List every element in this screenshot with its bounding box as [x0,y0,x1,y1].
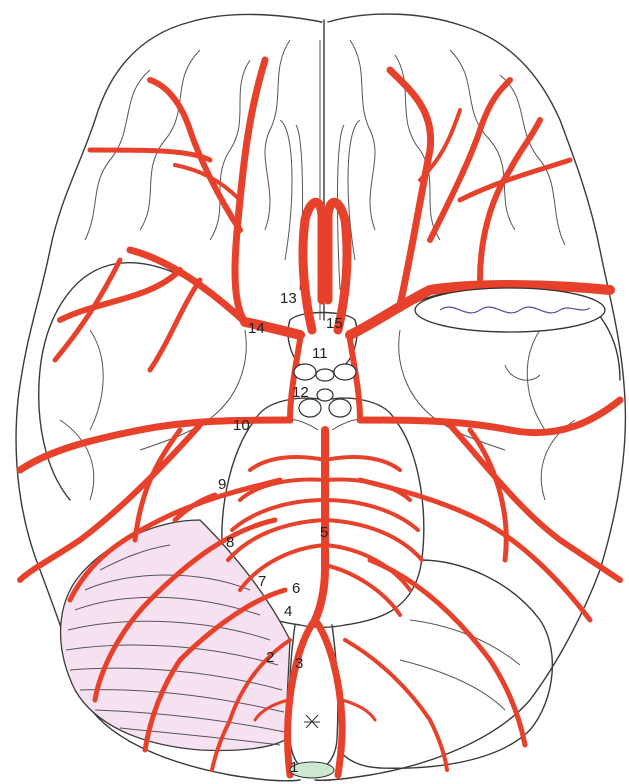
label-11: 11 [312,345,328,362]
label-2: 2 [266,649,274,666]
label-13: 13 [280,290,297,307]
cerebellar-artery-label9 [175,495,215,520]
medulla-branch-r [342,700,375,720]
mca-left-branch-3 [90,150,210,160]
label-10: 10 [233,417,250,434]
pontine-branch-r1 [325,457,400,470]
label-15: 15 [326,315,343,332]
cerebellar-artery-right-2 [370,560,525,745]
label-5: 5 [320,524,328,541]
label-12: 12 [292,384,309,401]
mca-right-branch-4 [480,120,540,280]
mca-left-branch-4 [130,250,245,322]
mca-right-branch-1 [390,70,431,305]
label-8: 8 [226,534,234,551]
anterior-cerebral-artery-left [303,202,322,330]
cerebellar-artery-right-3 [345,640,447,770]
label-4: 4 [284,603,292,620]
label-3: 3 [295,655,303,672]
mca-left-branch-5 [60,270,180,320]
cerebellum-right [338,560,552,768]
label-14: 14 [248,320,265,337]
cerebellar-artery-right-1 [360,480,590,620]
pontine-branch-r6 [325,565,400,615]
pca-right-branch-2 [470,430,506,560]
pontine-branch-l3 [232,500,325,530]
pontine-branch-r2 [325,480,410,500]
pontine-branch-r3 [325,500,418,530]
label-7: 7 [258,573,266,590]
pontine-branch-l4 [228,520,325,560]
pontine-branch-l2 [240,480,325,500]
label-6: 6 [292,580,300,597]
mca-left-branch-6 [150,280,200,370]
pontine-branch-l1 [250,457,325,470]
label-1: 1 [290,759,298,776]
cerebellum-left [61,520,290,751]
temporal-section-right [415,288,605,332]
pontine-branch-r4 [325,520,422,560]
mca-right-branch-2 [430,80,510,240]
label-9: 9 [218,476,226,493]
vertebral-artery-right [315,620,342,775]
mca-left-branch-1 [235,60,265,322]
posterior-cerebral-artery-right [360,400,620,433]
